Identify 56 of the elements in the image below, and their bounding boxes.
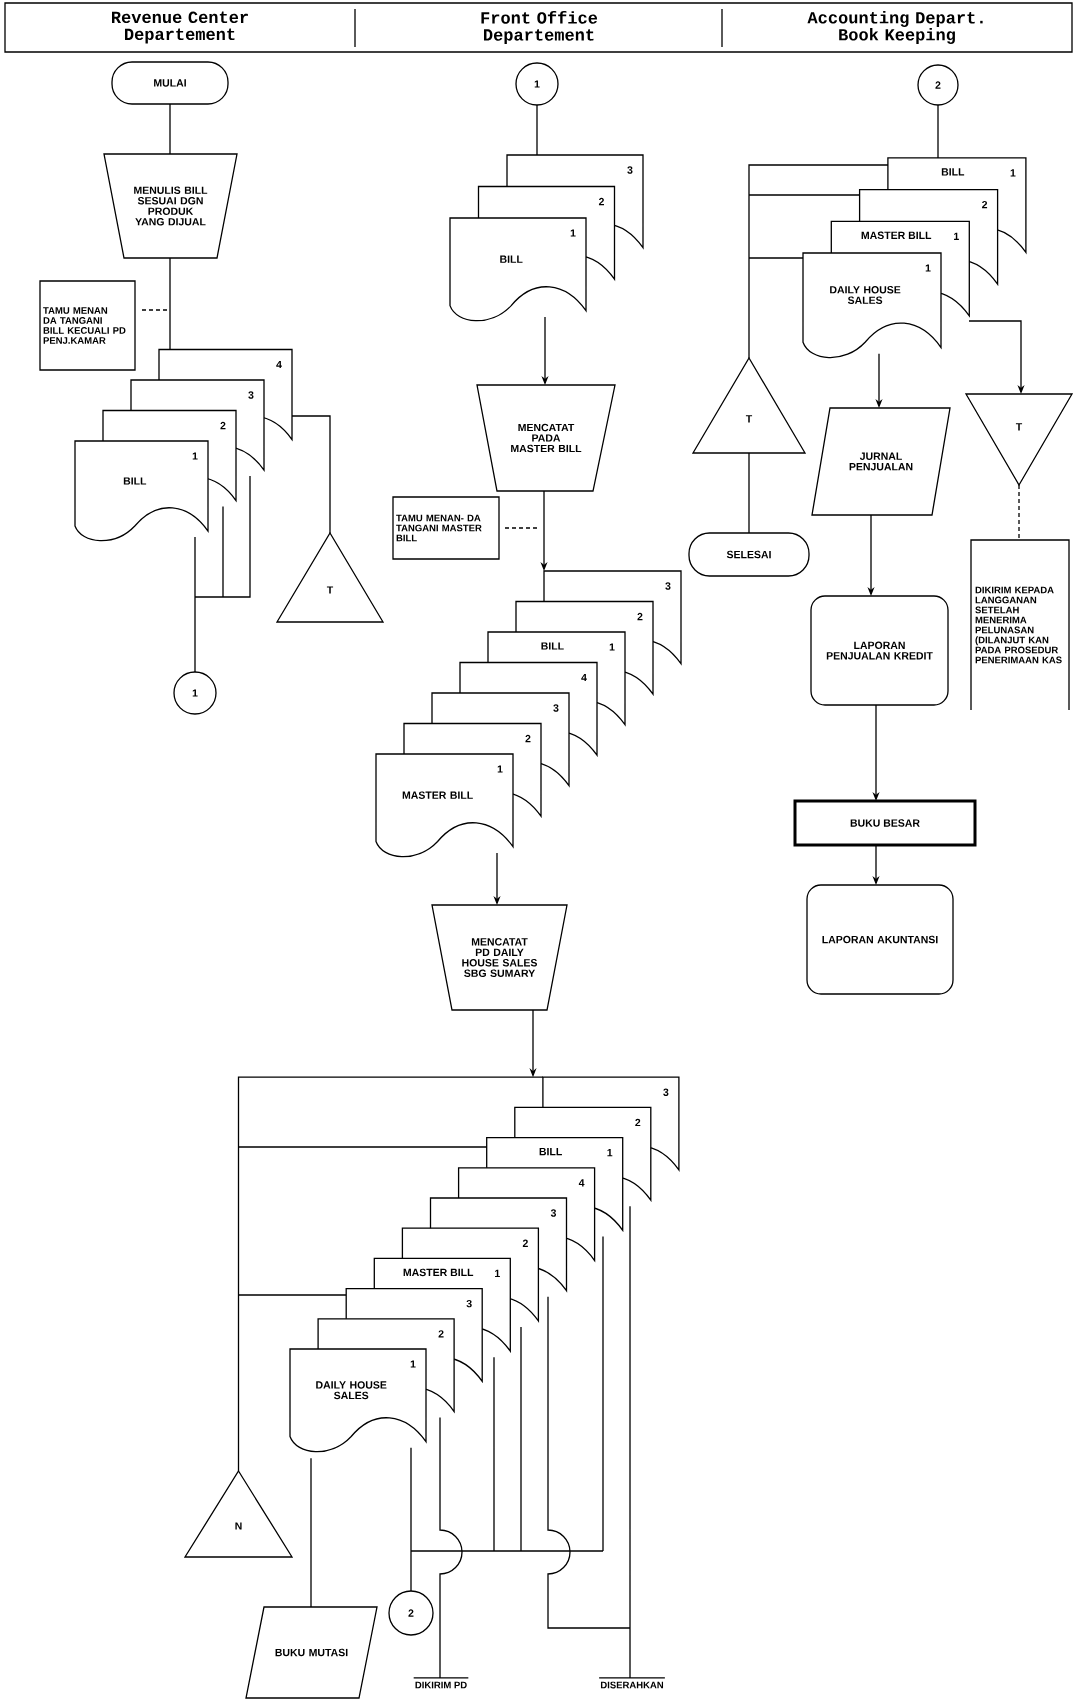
node-label: 2 xyxy=(522,1239,528,1247)
lane-heading: Front Office Departement xyxy=(481,10,598,45)
flow-line xyxy=(410,1235,604,1592)
node-label: 1 xyxy=(410,1360,416,1368)
node-label: 3 xyxy=(553,704,559,712)
node-label: 1 xyxy=(495,1269,500,1278)
node-label: MASTER BILL xyxy=(403,1268,474,1277)
document-stack: 3 2 1 BILL xyxy=(449,154,644,322)
terminator: MULAI xyxy=(111,61,229,105)
node-label: DAILY HOUSE SALES xyxy=(316,1381,387,1400)
node-label: 1 xyxy=(497,765,503,773)
node-label: 4 xyxy=(581,673,587,682)
flow-line xyxy=(439,1416,463,1679)
report-box: LAPORAN AKUNTANSI xyxy=(806,884,954,995)
annotation-box: TAMU MENAN DA TANGANI BILL KECUALI PD PENJ.KAMAR xyxy=(39,280,136,371)
flow-line xyxy=(237,1076,544,1472)
flow-line xyxy=(310,1457,312,1608)
end-label: DIKIRIM PD xyxy=(413,1677,469,1689)
lane-heading: Revenue Center Departement xyxy=(112,11,248,44)
node-label: BILL xyxy=(123,477,147,485)
flow-line xyxy=(937,104,939,159)
flow-line xyxy=(291,415,331,534)
flow-line xyxy=(169,257,171,351)
leader-line xyxy=(141,309,168,311)
manual-operation-trapezoid: MENULIS BILL SESUAI DGN PRODUK YANG DIJUAL xyxy=(103,153,238,259)
node-label: 1 xyxy=(192,452,198,460)
node-label: 2 xyxy=(525,734,531,743)
document-stack: 4 3 2 1 BILL xyxy=(74,348,293,542)
ledger-box: BUKU BESAR xyxy=(793,799,977,847)
node-label: 4 xyxy=(578,1179,585,1187)
input-parallelogram: BUKU MUTASI xyxy=(245,1606,378,1699)
node-label: 2 xyxy=(438,1330,444,1338)
flow-line xyxy=(547,1205,631,1679)
node-label: 1 xyxy=(925,264,931,272)
flow-line xyxy=(748,164,889,359)
document-stack: BILL 1 2 MASTER BILL 1 1 DAILY HOUSE SALES xyxy=(802,157,1027,359)
end-label: DISERAHKAN xyxy=(598,1677,666,1689)
node-label: 3 xyxy=(550,1209,557,1217)
leader-line xyxy=(1018,484,1020,541)
manual-operation-trapezoid: MENCATAT PADA MASTER BILL xyxy=(476,384,616,492)
annotation-box: DIKIRIM KEPADA LANGGANAN SETELAH MENERIMA PELUNASAN (DILANJUT KAN PADA PROSEDUR PENERIMAAN KAS xyxy=(970,539,1070,711)
manual-operation-trapezoid: MENCATAT PD DAILY HOUSE SALES SBG SUMARY xyxy=(431,904,568,1011)
flow-line xyxy=(194,475,251,673)
document-stack: 3 2 BILL 1 4 3 2 MASTER BILL 1 3 2 1 DAILY HOUSE SALES xyxy=(289,1076,680,1453)
lane-heading: Accounting Depart. Book Keeping xyxy=(807,11,983,44)
node-label: DAILY HOUSE SALES xyxy=(830,286,901,304)
node-label: 3 xyxy=(466,1299,472,1308)
node-label: MASTER BILL xyxy=(402,791,473,799)
terminator: SELESAI xyxy=(688,532,810,577)
input-parallelogram: JURNAL PENJUALAN xyxy=(811,407,951,516)
flow-line xyxy=(536,104,538,156)
report-box: LAPORAN PENJUALAN KREDIT xyxy=(810,595,949,706)
annotation-box: TAMU MENAN- DA TANGANI MASTER BILL xyxy=(392,496,500,560)
document-stack: 3 2 BILL 1 4 3 2 1 MASTER BILL xyxy=(375,570,682,858)
flow-line xyxy=(169,103,171,155)
flow-line xyxy=(748,452,750,534)
